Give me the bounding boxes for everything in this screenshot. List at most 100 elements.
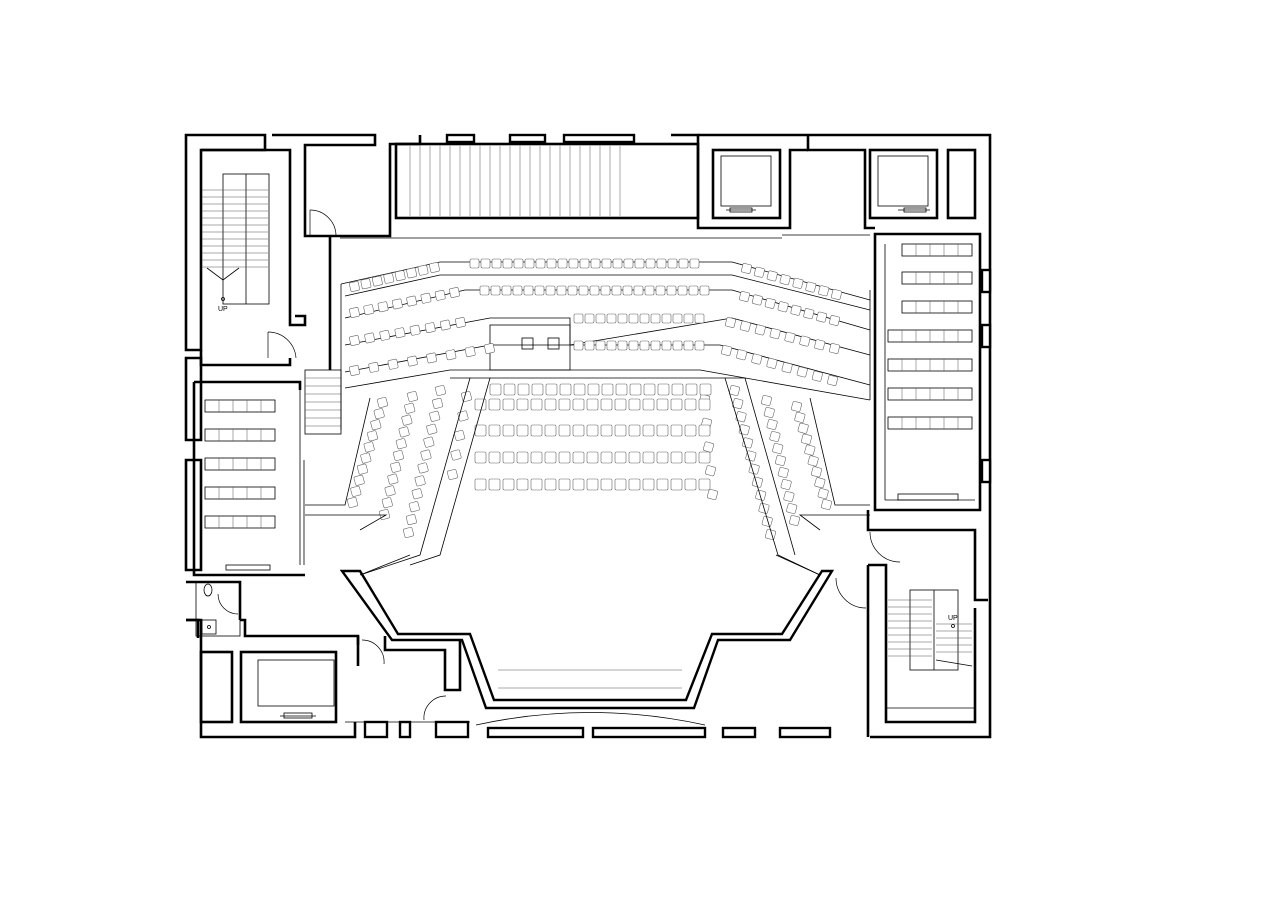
seat [491,258,502,269]
seat [573,313,584,324]
elevator-north-1 [711,148,782,220]
seat [792,277,804,289]
seat [544,424,557,437]
seat [531,383,544,396]
seat [558,398,571,411]
seat [360,452,372,464]
seat [584,313,595,324]
seat [377,301,389,313]
seat [474,478,487,491]
seat [516,451,529,464]
seat [572,451,585,464]
seat [779,274,791,286]
seat [516,478,529,491]
seat [772,443,784,454]
seat [600,398,613,411]
seat [349,335,360,346]
seat [379,329,391,341]
seat [558,478,571,491]
seat [791,401,802,412]
seat [512,285,523,296]
seat [414,475,426,487]
seat [517,383,530,396]
seat [387,473,399,485]
seat [684,478,697,491]
seat [368,361,380,373]
seat [765,529,776,540]
elevator-north-2 [868,148,939,220]
seat [349,281,360,292]
seat [558,424,571,437]
seat [670,451,683,464]
seat [589,285,600,296]
seat [488,478,501,491]
stair-up-label: UP [948,615,958,622]
seat [741,263,752,274]
seat [763,407,775,418]
seat [670,424,683,437]
seat [556,285,567,296]
desk-rows-east [887,243,973,430]
seat [656,424,669,437]
balcony-seating [349,258,842,386]
shaft-north [946,148,977,220]
seat [390,461,402,473]
seat [601,258,612,269]
seat [683,313,694,324]
seat [703,441,714,453]
seat [623,258,634,269]
seat [751,476,763,488]
pilasters-east [980,268,992,484]
seat [818,285,830,297]
seat [685,383,698,396]
seat [488,424,501,437]
seat [572,478,585,491]
stair-northwest: UP [199,148,307,367]
seat [612,258,623,269]
seat [642,424,655,437]
classroom-east [873,232,982,512]
seat [614,424,627,437]
seat [584,340,595,351]
seat [407,391,418,402]
seat [735,411,747,423]
seat [363,441,375,453]
seat [725,317,736,328]
seat [601,383,614,396]
seat [488,451,501,464]
seat [349,365,360,376]
seat [395,438,407,450]
classroom-west [192,380,305,577]
seat [420,449,432,461]
seat [445,349,457,361]
seat [394,327,406,339]
seat [639,340,650,351]
seat [671,383,684,396]
seat [628,424,641,437]
seat [633,285,644,296]
seat [600,451,613,464]
seat [751,353,763,365]
seat [371,275,383,287]
seat [401,414,413,426]
seat [769,431,781,442]
seat [797,422,809,434]
seat [572,424,585,437]
seat [817,488,829,500]
seat [502,451,515,464]
seat [666,285,677,296]
seat [503,383,516,396]
seat [732,398,744,410]
seat [739,291,750,302]
seat [545,285,556,296]
seat [699,383,712,396]
seat [707,489,718,500]
seat [628,398,641,411]
seat [586,478,599,491]
seat [829,315,840,326]
seat [579,258,590,269]
seat [783,491,795,502]
seat [502,258,513,269]
seat [534,285,545,296]
seat [363,304,375,316]
